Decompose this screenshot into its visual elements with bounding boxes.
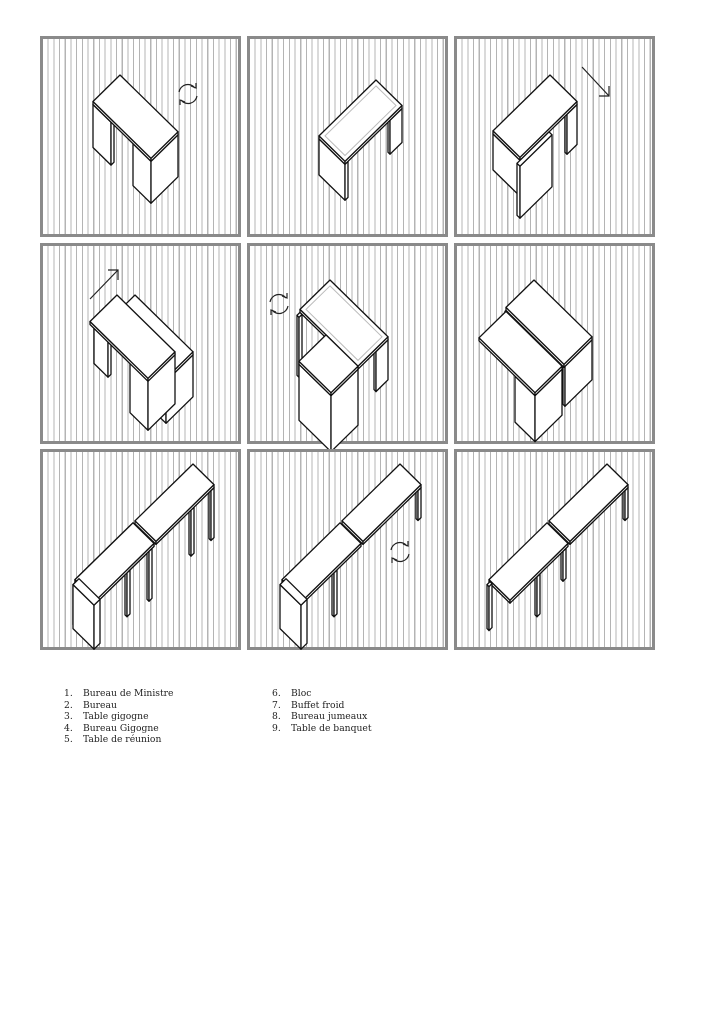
legend-column-2: 6. Bloc 7. Buffet froid 8. Bureau jumeaux 9… bbox=[272, 688, 372, 734]
rotate-icon bbox=[269, 293, 289, 315]
legend-item: 6. Bloc bbox=[272, 688, 372, 700]
legend-number: 1. bbox=[64, 688, 73, 699]
furniture-block bbox=[341, 463, 422, 546]
legend-number: 3. bbox=[64, 711, 73, 723]
furniture-block bbox=[488, 522, 569, 604]
legend-column-1: 1. Bureau de Ministre 2. Bureau 3. Table gi… bbox=[64, 688, 174, 746]
arrow-up-right-icon bbox=[89, 269, 119, 300]
legend-label: Bureau bbox=[83, 699, 117, 711]
furniture-drawing bbox=[318, 79, 403, 201]
panel-4 bbox=[40, 243, 241, 444]
furniture-block bbox=[478, 310, 563, 397]
panel-1 bbox=[40, 36, 241, 237]
legend-number: 2. bbox=[64, 699, 73, 711]
furniture-block bbox=[89, 294, 176, 382]
panel-5 bbox=[247, 243, 448, 453]
furniture-drawing bbox=[89, 269, 194, 431]
legend-item: 9. Table de banquet bbox=[272, 723, 372, 735]
legend-label: Table gigogne bbox=[83, 711, 149, 723]
furniture-block bbox=[298, 334, 359, 397]
furniture-block bbox=[188, 504, 195, 557]
panel-8 bbox=[247, 449, 448, 650]
furniture-block bbox=[331, 567, 338, 618]
legend-number: 4. bbox=[64, 722, 73, 734]
legend-item: 4. Bureau Gigogne bbox=[64, 723, 174, 735]
panel-3 bbox=[454, 36, 655, 237]
legend-item: 2. Bureau bbox=[64, 700, 174, 712]
legend-number: 8. bbox=[272, 711, 281, 723]
furniture-block bbox=[146, 545, 153, 602]
panel-6 bbox=[454, 243, 655, 444]
furniture-block bbox=[134, 463, 215, 546]
panel-7 bbox=[40, 449, 241, 650]
legend-label: Table de banquet bbox=[291, 722, 372, 734]
furniture-drawing bbox=[72, 463, 215, 650]
legend-number: 5. bbox=[64, 734, 73, 746]
legend-item: 8. Bureau jumeaux bbox=[272, 711, 372, 723]
legend-label: Buffet froid bbox=[291, 699, 345, 711]
legend-number: 9. bbox=[272, 722, 281, 734]
furniture-drawing bbox=[478, 279, 593, 443]
furniture-block bbox=[548, 463, 629, 546]
legend-label: Bloc bbox=[291, 688, 312, 699]
furniture-drawing bbox=[269, 279, 389, 453]
legend-label: Table de réunion bbox=[83, 734, 162, 746]
furniture-block bbox=[486, 581, 493, 632]
furniture-block bbox=[516, 131, 553, 219]
furniture-block bbox=[124, 567, 131, 618]
furniture-drawing bbox=[92, 74, 198, 204]
furniture-block bbox=[505, 279, 593, 368]
furniture-block bbox=[279, 578, 308, 650]
legend-label: Bureau jumeaux bbox=[291, 711, 368, 723]
legend-item: 3. Table gigogne bbox=[64, 711, 174, 723]
legend-item: 1. Bureau de Ministre bbox=[64, 688, 174, 700]
legend-item: 7. Buffet froid bbox=[272, 700, 372, 712]
furniture-drawing bbox=[492, 66, 610, 219]
legend-item: 5. Table de réunion bbox=[64, 734, 174, 746]
rotate-icon bbox=[390, 541, 410, 563]
panel-9 bbox=[454, 449, 655, 650]
arrow-down-right-icon bbox=[581, 66, 610, 97]
rotate-icon bbox=[178, 83, 198, 105]
legend-number: 7. bbox=[272, 699, 281, 711]
legend-label: Bureau de Ministre bbox=[83, 688, 174, 699]
furniture-block bbox=[72, 578, 101, 650]
panel-2 bbox=[247, 36, 448, 237]
furniture-block bbox=[208, 484, 215, 542]
legend-label: Bureau Gigogne bbox=[83, 722, 159, 734]
furniture-block bbox=[92, 74, 179, 162]
furniture-drawing bbox=[486, 463, 629, 632]
furniture-drawing bbox=[279, 463, 422, 650]
furniture-block bbox=[318, 79, 403, 165]
legend-number: 6. bbox=[272, 688, 281, 699]
